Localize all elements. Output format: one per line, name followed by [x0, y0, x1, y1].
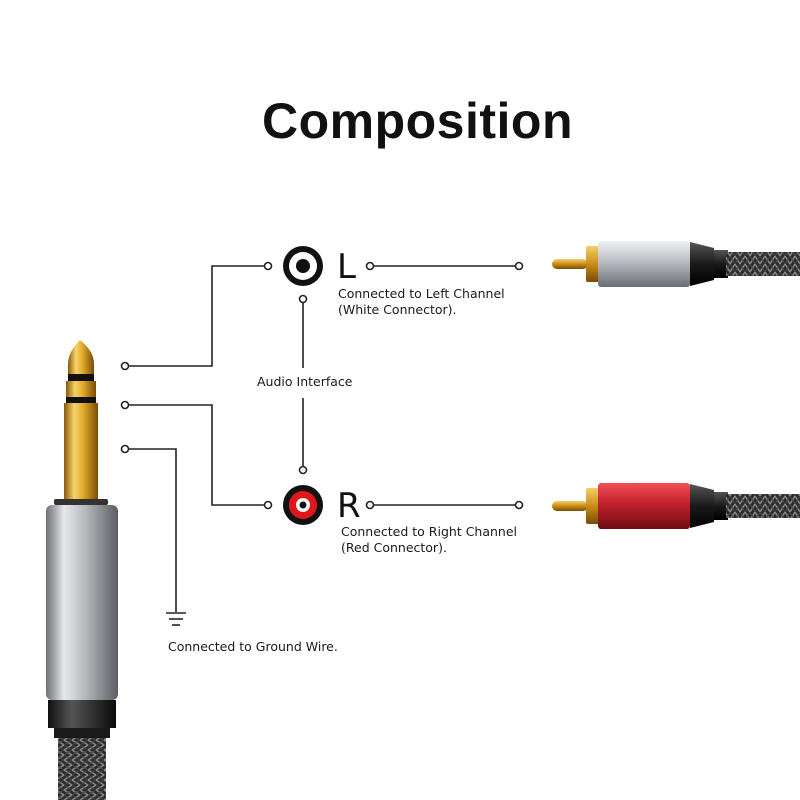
left-socket-icon: [283, 246, 323, 286]
right-channel-letter: R: [337, 486, 361, 526]
page-title: Composition: [261, 93, 574, 149]
right-socket-icon: [283, 485, 323, 525]
right-channel-line2: (Red Connector).: [341, 540, 447, 555]
right-channel-line1: Connected to Right Channel: [341, 524, 518, 539]
left-channel-letter: L: [337, 247, 356, 287]
wiring-lines: [128, 265, 517, 604]
left-channel-line2: (White Connector).: [338, 302, 457, 317]
rca-plug-right-icon: [552, 483, 800, 529]
jack-plug-icon: [46, 340, 118, 800]
ground-label: Connected to Ground Wire.: [168, 639, 338, 654]
rca-plug-left-icon: [552, 241, 800, 287]
ground-icon: [166, 604, 186, 626]
audio-interface-label: Audio Interface: [257, 374, 353, 389]
left-channel-line1: Connected to Left Channel: [338, 286, 505, 301]
node-circles: [120, 261, 524, 510]
